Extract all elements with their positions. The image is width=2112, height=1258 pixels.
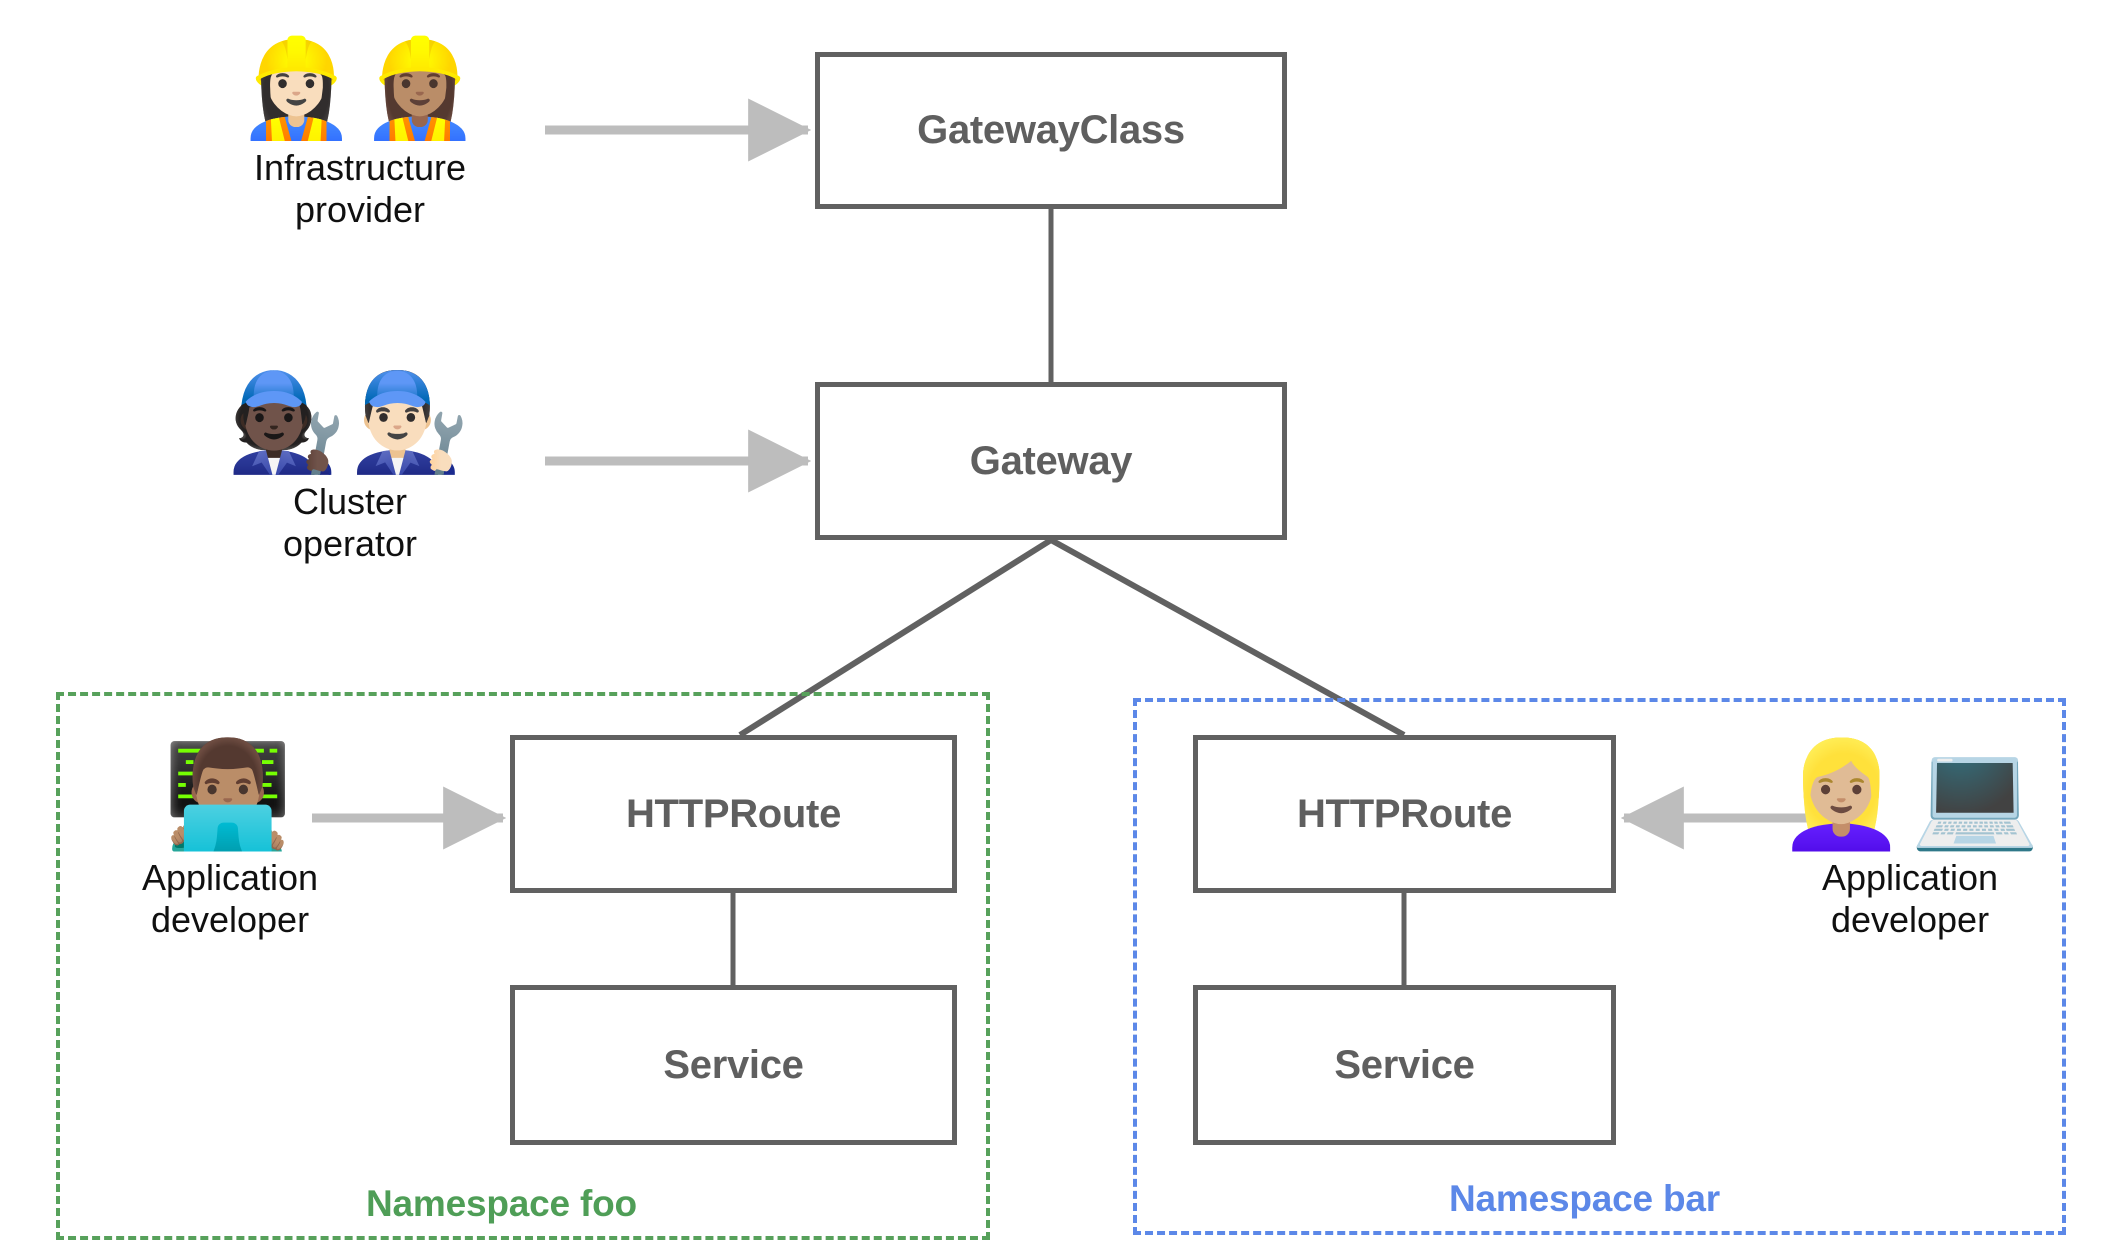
actor-application-developer-foo-label: Application developer: [141, 857, 319, 940]
actor-cluster-operator: 🧑🏿‍🔧👨🏻‍🔧 Cluster operator: [190, 372, 510, 564]
node-httproute-bar[interactable]: HTTPRoute: [1193, 735, 1616, 893]
namespace-label-foo: Namespace foo: [366, 1183, 637, 1224]
node-gatewayclass-label: GatewayClass: [917, 108, 1185, 152]
mechanic-icon: 🧑🏿‍🔧👨🏻‍🔧: [226, 366, 474, 478]
technologist-woman-icon: 👱🏼‍♀️💻: [1776, 733, 2044, 855]
node-service-bar[interactable]: Service: [1193, 985, 1616, 1145]
actor-cluster-operator-label: Cluster operator: [282, 480, 418, 564]
namespace-box-bar: [1133, 698, 2066, 1235]
node-service-foo[interactable]: Service: [510, 985, 957, 1145]
actor-application-developer-foo: 👨🏽‍💻 Application developer: [90, 733, 370, 941]
actor-application-developer-bar: 👱🏼‍♀️💻 Application developer: [1770, 733, 2050, 941]
namespace-label-bar: Namespace bar: [1449, 1178, 1720, 1219]
node-gatewayclass[interactable]: GatewayClass: [815, 52, 1287, 209]
namespace-box-foo: [56, 692, 990, 1240]
construction-worker-icon: 👷🏻‍♀️👷🏽‍♀️: [236, 32, 484, 144]
node-service-bar-label: Service: [1334, 1042, 1475, 1087]
node-httproute-foo[interactable]: HTTPRoute: [510, 735, 957, 893]
technologist-icon: 👨🏽‍💻: [163, 733, 297, 855]
actor-infrastructure-provider: 👷🏻‍♀️👷🏽‍♀️ Infrastructure provider: [200, 38, 520, 230]
actor-infrastructure-provider-label: Infrastructure provider: [253, 146, 467, 230]
actor-application-developer-bar-label: Application developer: [1821, 857, 1999, 940]
node-httproute-foo-label: HTTPRoute: [625, 791, 842, 836]
node-service-foo-label: Service: [663, 1042, 804, 1087]
node-httproute-bar-label: HTTPRoute: [1296, 791, 1513, 836]
node-gateway[interactable]: Gateway: [815, 382, 1287, 540]
node-gateway-label: Gateway: [969, 438, 1133, 483]
